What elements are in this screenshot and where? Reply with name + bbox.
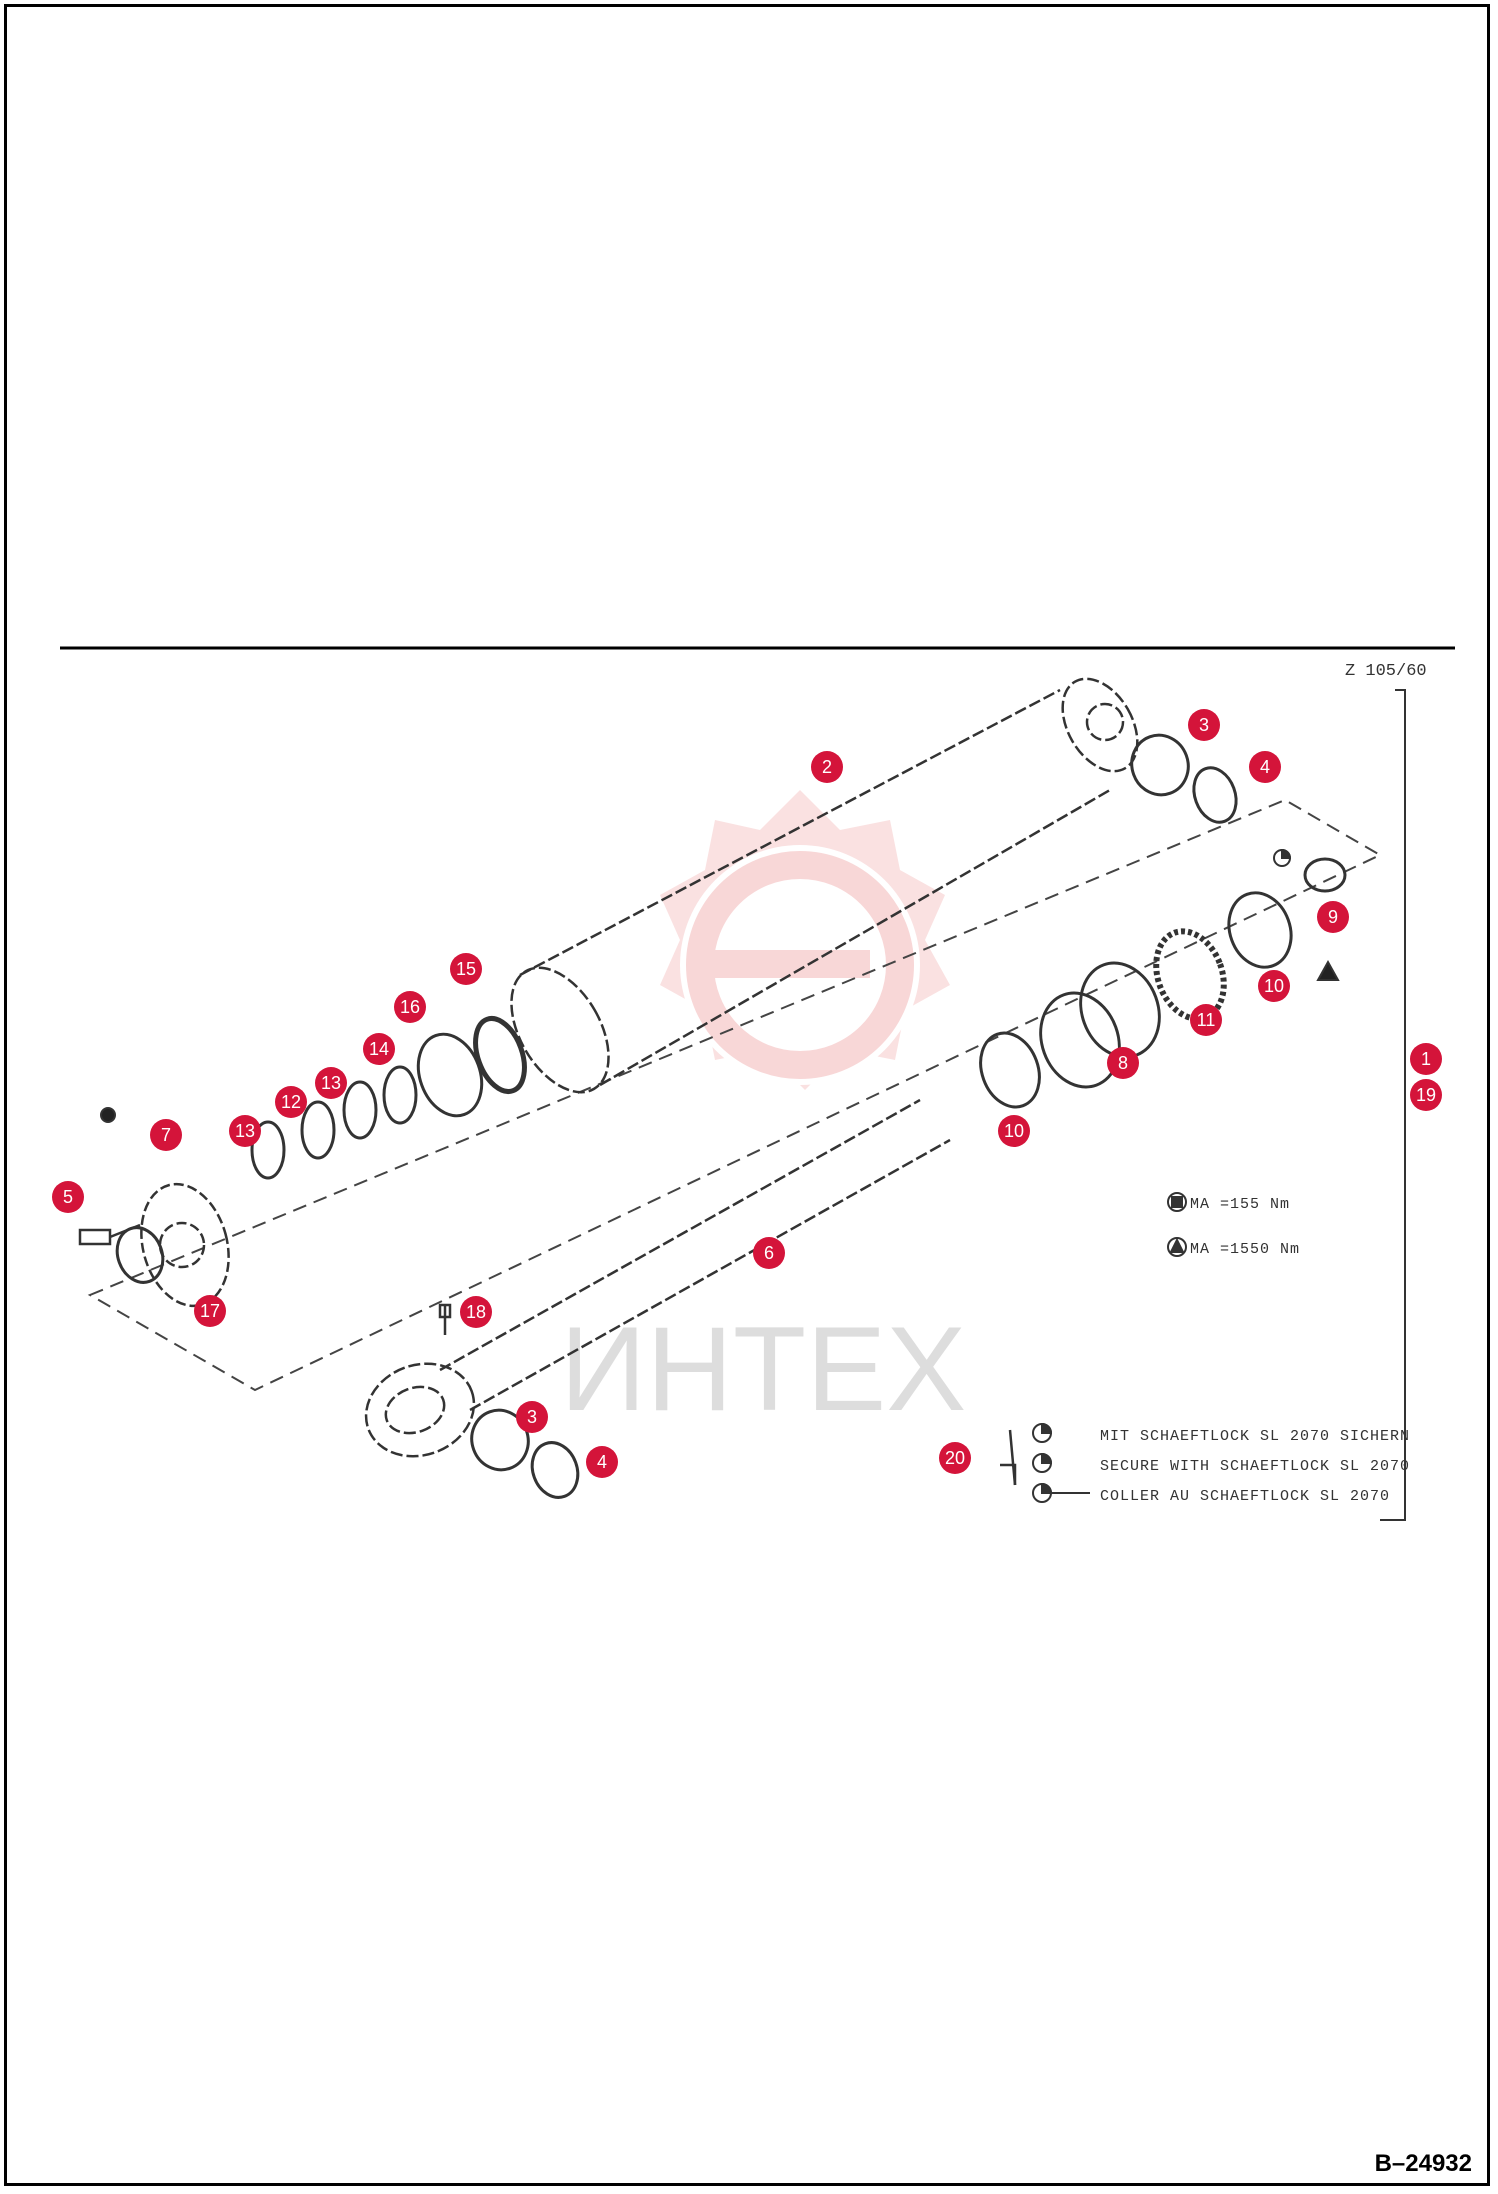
- callout-4-bottom[interactable]: 4: [586, 1446, 618, 1478]
- callout-10-bottom[interactable]: 10: [998, 1115, 1030, 1147]
- reference-code: B–24932: [1374, 2150, 1472, 2177]
- bolt-and-nipple: [78, 1223, 1017, 1486]
- callout-7[interactable]: 7: [150, 1119, 182, 1151]
- svg-text:16: 16: [400, 997, 420, 1017]
- callout-3-top[interactable]: 3: [1188, 709, 1220, 741]
- callout-11[interactable]: 11: [1190, 1004, 1222, 1036]
- svg-text:10: 10: [1264, 976, 1284, 996]
- callout-16[interactable]: 16: [394, 991, 426, 1023]
- callout-19[interactable]: 19: [1410, 1079, 1442, 1111]
- svg-text:13: 13: [321, 1073, 341, 1093]
- svg-text:4: 4: [1260, 757, 1270, 777]
- callout-14[interactable]: 14: [363, 1033, 395, 1065]
- svg-text:6: 6: [764, 1243, 774, 1263]
- svg-text:8: 8: [1118, 1053, 1128, 1073]
- seal-rings-left: [115, 1016, 527, 1284]
- svg-text:19: 19: [1416, 1085, 1436, 1105]
- watermark-text: ИНТЕХ: [560, 1302, 966, 1436]
- callout-12[interactable]: 12: [275, 1086, 307, 1118]
- svg-text:11: 11: [1197, 1010, 1216, 1030]
- callout-2[interactable]: 2: [811, 751, 843, 783]
- torque-note-1: MA =155 Nm: [1190, 1196, 1290, 1213]
- svg-text:13: 13: [235, 1121, 255, 1141]
- assembly-bracket: [1380, 689, 1406, 1521]
- svg-text:7: 7: [161, 1125, 171, 1145]
- svg-text:2: 2: [822, 757, 832, 777]
- torque-note-2: MA =1550 Nm: [1190, 1241, 1300, 1258]
- piston-rod: [364, 1098, 951, 1458]
- callout-9[interactable]: 9: [1317, 901, 1349, 933]
- callout-5[interactable]: 5: [52, 1181, 84, 1213]
- callout-13-right[interactable]: 13: [315, 1067, 347, 1099]
- page-frame: [4, 4, 1490, 2186]
- svg-text:9: 9: [1328, 907, 1338, 927]
- cylinder-head: [140, 1182, 230, 1308]
- callout-15[interactable]: 15: [450, 953, 482, 985]
- legend-symbols: [100, 848, 1340, 1503]
- svg-text:20: 20: [945, 1448, 965, 1468]
- callout-3-bottom[interactable]: 3: [516, 1401, 548, 1433]
- callout-4-top[interactable]: 4: [1249, 751, 1281, 783]
- piston-assembly: [470, 733, 1347, 1499]
- svg-text:18: 18: [466, 1302, 486, 1322]
- drawing-number: Z 105/60: [1345, 662, 1427, 681]
- loctite-note-en: SECURE WITH SCHAEFTLOCK SL 2070: [1100, 1458, 1410, 1475]
- svg-text:12: 12: [281, 1092, 301, 1112]
- callout-10-top[interactable]: 10: [1258, 970, 1290, 1002]
- cylinder-barrel: [510, 677, 1139, 1094]
- svg-text:17: 17: [200, 1301, 220, 1321]
- callout-13-left[interactable]: 13: [229, 1115, 261, 1147]
- svg-text:5: 5: [63, 1187, 73, 1207]
- callout-20[interactable]: 20: [939, 1442, 971, 1474]
- callout-18[interactable]: 18: [460, 1296, 492, 1328]
- loctite-note-de: MIT SCHAEFTLOCK SL 2070 SICHERN: [1100, 1428, 1410, 1445]
- seal-kit-outline: [87, 798, 1383, 1392]
- callout-6[interactable]: 6: [753, 1237, 785, 1269]
- svg-text:15: 15: [456, 959, 476, 979]
- loctite-note-fr: COLLER AU SCHAEFTLOCK SL 2070: [1100, 1488, 1390, 1505]
- callout-8[interactable]: 8: [1107, 1047, 1139, 1079]
- svg-text:3: 3: [527, 1407, 537, 1427]
- svg-text:10: 10: [1004, 1121, 1024, 1141]
- svg-text:3: 3: [1199, 715, 1209, 735]
- svg-text:1: 1: [1421, 1049, 1431, 1069]
- svg-text:4: 4: [597, 1452, 607, 1472]
- watermark-logo: [660, 790, 950, 1090]
- callout-1[interactable]: 1: [1410, 1043, 1442, 1075]
- callout-17[interactable]: 17: [194, 1295, 226, 1327]
- svg-text:14: 14: [369, 1039, 389, 1059]
